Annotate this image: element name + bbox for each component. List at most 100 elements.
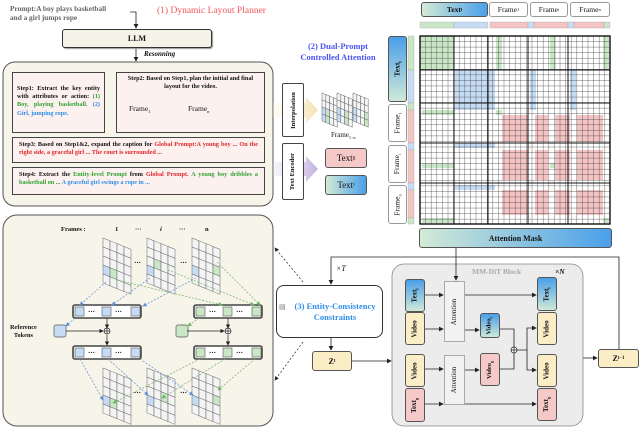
grid-cell — [356, 115, 361, 125]
token-strip-cell — [573, 21, 605, 29]
green-dashed-arrow — [112, 358, 201, 404]
green-dashed-arrow — [187, 317, 200, 327]
token — [130, 347, 141, 358]
mask-region — [502, 115, 528, 142]
reasoning-label: Resonning — [144, 50, 176, 58]
step2-box: Step2: Based on Step1, plan the initial … — [116, 72, 265, 133]
grid-cell — [212, 412, 221, 425]
mmdit-title: MM-DiT Block — [472, 267, 522, 276]
mask-region — [420, 36, 454, 70]
matrix-row-text-local: Textl — [388, 36, 407, 102]
mmdit-out-video-top: Video — [537, 312, 557, 345]
blue-token-row-bottom: ··· ··· — [72, 345, 142, 360]
mask-region — [555, 150, 570, 180]
token — [74, 306, 85, 317]
llm-box: LLM — [62, 29, 212, 48]
step2-frame-first-label: Frame1 — [129, 104, 151, 114]
token — [101, 306, 112, 317]
frames-label: Frames : — [61, 226, 86, 233]
mask-region — [455, 185, 495, 190]
token-strip-cell — [453, 21, 489, 29]
token-strip-cell — [407, 142, 415, 151]
step2-text: Step2: Based on Step1, plan the initial … — [127, 75, 254, 91]
token — [195, 306, 206, 317]
frame-index-ellipsis-1: ··· — [135, 226, 142, 233]
token-strip-cell — [407, 102, 415, 111]
matrix-row-frame-1: Frame1 — [388, 104, 407, 142]
green-dashed-arrow — [116, 279, 223, 307]
grid-cell — [360, 116, 365, 126]
section2-title-line2: Controlled Attention — [300, 52, 376, 62]
section2-title-line1: (2) Dual-Prompt — [307, 41, 369, 51]
bottom-frame-1 — [102, 367, 132, 425]
prompt-to-llm-arrow — [130, 11, 139, 29]
mmdit-in-video-bottom: Video — [405, 354, 425, 387]
frames-ellipsis: ··· — [180, 259, 187, 267]
token-strip-cell — [407, 149, 415, 184]
token-strip-cell — [533, 21, 569, 29]
mask-region — [496, 36, 502, 70]
grid-cell — [329, 116, 334, 126]
mmdit-arrows — [425, 292, 537, 407]
token — [251, 347, 262, 358]
token-ellipsis: ··· — [209, 308, 216, 316]
section3-title-line1: (3) Entity-Consistency — [294, 301, 376, 311]
token-ellipsis: ··· — [88, 308, 95, 316]
step4-from: from — [126, 171, 146, 178]
blue-dashed-arrow — [111, 277, 151, 306]
grid-cell — [333, 118, 338, 128]
token-strip-cell — [603, 21, 611, 29]
grid-cell — [364, 118, 369, 128]
grid-cell — [212, 282, 221, 295]
token-ellipsis: ··· — [236, 349, 243, 357]
mask-region — [603, 218, 609, 223]
token-strip-cell — [489, 21, 529, 29]
token — [222, 347, 233, 358]
token-ellipsis: ··· — [236, 308, 243, 316]
interp-frame-1 — [321, 92, 338, 128]
matrix-row-frame-i: Framei — [388, 145, 407, 183]
mask-region — [455, 70, 495, 110]
loop-count-label: ×T — [336, 264, 346, 273]
token-ellipsis: ··· — [209, 349, 216, 357]
text-encoder-box: Text Encoder — [282, 143, 304, 200]
text-encoder-label: Text Encoder — [289, 152, 297, 191]
mmdit-repeat: ×N — [555, 267, 565, 276]
mask-region — [603, 36, 609, 70]
section2-title: (2) Dual-Prompt Controlled Attention — [290, 41, 386, 63]
step4-boy-prompt: A young boy dribbles a basketball on ... — [19, 171, 258, 187]
mask-region — [530, 70, 536, 110]
token-ellipsis: ··· — [115, 349, 122, 357]
green-token-row-top: ··· ··· — [193, 304, 263, 319]
grid-cell — [348, 118, 353, 128]
step1-box: Step1: Extract the key entity with attri… — [12, 72, 105, 133]
mask-region — [422, 163, 454, 168]
blue-dashed-arrow — [142, 277, 197, 307]
section3-title: (3) Entity-Consistency Constraints — [286, 301, 384, 323]
token-strip-cell — [407, 35, 415, 71]
token — [101, 347, 112, 358]
blue-dashed-arrow — [139, 358, 194, 396]
token-strip-cell — [407, 189, 415, 219]
step4-girl-prompt: A graceful girl swings a rope in ... — [60, 179, 150, 187]
mask-region — [502, 150, 528, 180]
frames-ellipsis: ··· — [180, 389, 187, 397]
bottom-frame-i — [146, 367, 176, 425]
token-strip-cell — [407, 69, 415, 104]
token-ellipsis: ··· — [88, 349, 95, 357]
token — [195, 347, 206, 358]
entity-consistency-detail: ···································· — [53, 237, 263, 425]
mmdit-out-text-global: Textg — [537, 388, 557, 421]
section3-title-line2: Constraints — [313, 312, 357, 322]
mask-region — [550, 163, 556, 168]
entity-consistency-box — [276, 285, 383, 338]
mask-region — [570, 70, 576, 110]
mask-region — [555, 115, 570, 142]
grid-cell — [352, 113, 358, 123]
matrix-row-frame-n: Framen — [388, 185, 407, 224]
